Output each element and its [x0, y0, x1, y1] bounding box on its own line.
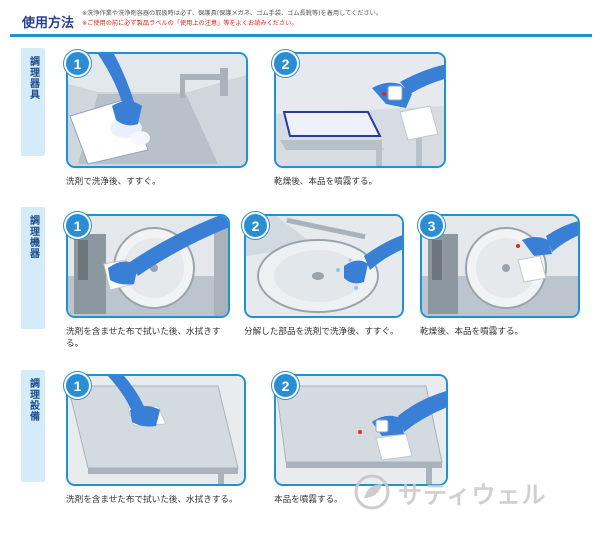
warning-note: ※ご使用の前に必ず製品ラベルの「使用上の注意」等をよくお読みください。 — [82, 20, 298, 27]
step-caption: 洗剤を含ませた布で拭いた後、水拭きする。 — [66, 327, 221, 349]
illustration-spray-slicer — [420, 214, 580, 318]
safety-note: ※洗浄作業や洗浄剤容器の取扱時は必ず、保護具(保護メガネ、ゴム手袋、ゴム長靴等)… — [82, 10, 383, 17]
section-label: 調理機器 — [27, 215, 39, 259]
illustration-wipe-table — [66, 374, 246, 486]
step-number-badge: 3 — [418, 212, 445, 239]
step-number-badge: 1 — [64, 372, 91, 399]
step-caption: 洗剤で洗浄後、すすぐ。 — [66, 177, 161, 187]
step-caption: 本品を噴霧する。 — [274, 495, 343, 505]
page-header: 使用方法 ※洗浄作業や洗浄剤容器の取扱時は必ず、保護具(保護メガネ、ゴム手袋、ゴ… — [0, 0, 600, 44]
illustration-wash-utensils — [66, 52, 248, 168]
page-title: 使用方法 — [22, 16, 75, 31]
illustration-spray-utensil — [274, 52, 446, 168]
illustration-wash-blade — [244, 214, 404, 318]
step-number-badge: 2 — [242, 212, 269, 239]
step-caption: 分解した部品を洗剤で洗浄後、すすぐ。 — [244, 327, 399, 337]
section-tab-machines: 調理機器 — [21, 207, 45, 329]
illustration-spray-table — [274, 374, 448, 486]
step-caption: 洗剤を含ませた布で拭いた後、水拭きする。 — [66, 495, 238, 505]
header-rule — [10, 34, 592, 37]
illustration-wipe-slicer — [66, 214, 230, 318]
step-number-badge: 2 — [272, 50, 299, 77]
step-caption: 乾燥後、本品を噴霧する。 — [420, 327, 524, 337]
watermark-text: サティウェル — [398, 480, 547, 509]
brand-watermark: サティウェル — [354, 474, 547, 510]
step-number-badge: 1 — [64, 50, 91, 77]
step-caption: 乾燥後、本品を噴霧する。 — [274, 177, 378, 187]
step-number-badge: 2 — [272, 372, 299, 399]
section-tab-equipment: 調理設備 — [21, 370, 45, 482]
section-label: 調理器具 — [27, 56, 39, 100]
leaf-logo-icon — [354, 474, 390, 510]
header-notes: ※洗浄作業や洗浄剤容器の取扱時は必ず、保護具(保護メガネ、ゴム手袋、ゴム長靴等)… — [82, 9, 382, 29]
section-label: 調理設備 — [27, 378, 39, 422]
section-tab-utensils: 調理器具 — [21, 48, 45, 156]
step-number-badge: 1 — [64, 212, 91, 239]
